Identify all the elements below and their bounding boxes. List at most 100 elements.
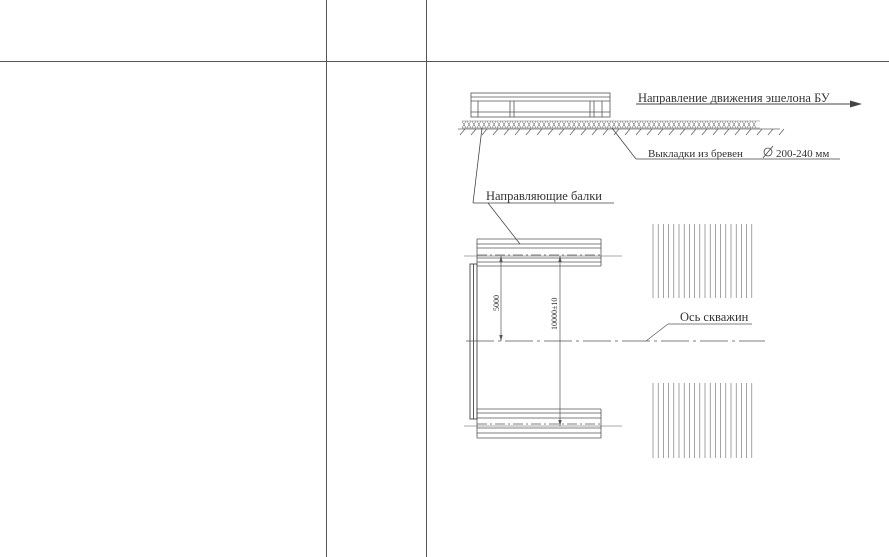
log-block-top — [652, 224, 753, 298]
log-hatch-line — [741, 120, 747, 129]
well-axis-line — [466, 323, 765, 342]
log-hatch-line — [616, 120, 622, 129]
log-hatch-line — [586, 120, 592, 129]
log-hatch-line — [536, 120, 542, 129]
log-hatch-line — [751, 120, 757, 129]
ground-hatch-tick — [580, 128, 587, 136]
log-hatch-line — [556, 120, 562, 129]
log-hatch-line — [561, 120, 567, 129]
log-hatch-line — [526, 120, 532, 129]
log-hatch-line — [611, 120, 617, 129]
ground-hatch-tick — [734, 128, 741, 136]
log-hatch-line — [701, 120, 707, 129]
log-hatch-line — [471, 120, 477, 129]
ground-hatch-tick — [701, 128, 708, 136]
ground-hatch-tick — [492, 128, 499, 136]
ground-hatch-tick — [602, 128, 609, 136]
log-hatch-line — [511, 120, 517, 129]
log-block-bottom — [652, 383, 753, 458]
log-hatch-line — [696, 120, 702, 129]
log-hatch-line — [746, 120, 752, 129]
ground-hatch-tick — [679, 128, 686, 136]
ground-hatch-tick — [558, 128, 565, 136]
direction-arrow — [636, 100, 862, 108]
ground-hatch-tick — [536, 128, 543, 136]
log-hatch-line — [531, 120, 537, 129]
ground-hatch-tick — [547, 128, 554, 136]
log-layout — [461, 120, 760, 129]
log-hatch-line — [516, 120, 522, 129]
log-hatch-line — [666, 120, 672, 129]
log-hatch-line — [461, 120, 467, 129]
log-hatch-line — [681, 120, 687, 129]
ground-hatch-tick — [712, 128, 719, 136]
log-hatch-line — [601, 120, 607, 129]
ground-hatch-tick — [503, 128, 510, 136]
log-hatch-line — [631, 120, 637, 129]
log-hatch-line — [691, 120, 697, 129]
ground-hatch-tick — [646, 128, 653, 136]
log-hatch-line — [636, 120, 642, 129]
log-hatch-line — [476, 120, 482, 129]
log-hatch-line — [481, 120, 487, 129]
ground-hatch-tick — [635, 128, 642, 136]
log-hatch-line — [676, 120, 682, 129]
log-hatch-line — [596, 120, 602, 129]
rig-frame — [469, 263, 478, 420]
log-hatch-line — [486, 120, 492, 129]
ground-hatch-tick — [668, 128, 675, 136]
ground-hatch-tick — [723, 128, 730, 136]
log-hatch-line — [736, 120, 742, 129]
log-hatch-line — [671, 120, 677, 129]
ground-hatch-tick — [470, 128, 477, 136]
log-hatch-line — [706, 120, 712, 129]
ground-hatch-tick — [657, 128, 664, 136]
log-hatch-line — [541, 120, 547, 129]
log-hatch-line — [711, 120, 717, 129]
ground-hatch-tick — [745, 128, 752, 136]
bottom-guide-beam — [464, 408, 622, 439]
ground-hatch-tick — [514, 128, 521, 136]
log-hatch-line — [591, 120, 597, 129]
guide-beams-label: Направляющие балки — [486, 189, 602, 203]
log-hatch-line — [566, 120, 572, 129]
log-hatch-line — [651, 120, 657, 129]
ground-hatch-tick — [767, 128, 774, 136]
log-diameter-label: 200-240 мм — [776, 148, 829, 160]
log-hatch-line — [581, 120, 587, 129]
log-hatch-line — [621, 120, 627, 129]
ground-hatch-tick — [624, 128, 631, 136]
log-hatch-line — [571, 120, 577, 129]
logs-label: Выкладки из бревен — [648, 148, 743, 160]
ground-line — [458, 128, 785, 136]
log-hatch-line — [576, 120, 582, 129]
logs-leader — [611, 127, 840, 160]
rig-side-view — [470, 92, 611, 118]
log-hatch-line — [661, 120, 667, 129]
log-hatch-line — [721, 120, 727, 129]
log-hatch-line — [726, 120, 732, 129]
ground-hatch-tick — [525, 128, 532, 136]
log-hatch-line — [686, 120, 692, 129]
top-guide-beam — [464, 238, 622, 267]
ground-hatch-tick — [459, 128, 466, 136]
log-hatch-line — [731, 120, 737, 129]
log-hatch-line — [646, 120, 652, 129]
dimension-lines — [499, 256, 562, 426]
ground-hatch-tick — [613, 128, 620, 136]
well-axis-label: Ось скважин — [680, 310, 749, 324]
log-hatch-line — [656, 120, 662, 129]
ground-hatch-tick — [591, 128, 598, 136]
ground-hatch-tick — [690, 128, 697, 136]
log-hatch-line — [551, 120, 557, 129]
ground-hatch-tick — [756, 128, 763, 136]
ground-hatch-tick — [481, 128, 488, 136]
log-hatch-line — [626, 120, 632, 129]
log-hatch-line — [496, 120, 502, 129]
direction-label: Направление движения эшелона БУ — [638, 91, 830, 105]
ground-hatch-tick — [569, 128, 576, 136]
half-span-dimension: 5000 — [492, 295, 501, 311]
diameter-symbol — [762, 145, 774, 159]
